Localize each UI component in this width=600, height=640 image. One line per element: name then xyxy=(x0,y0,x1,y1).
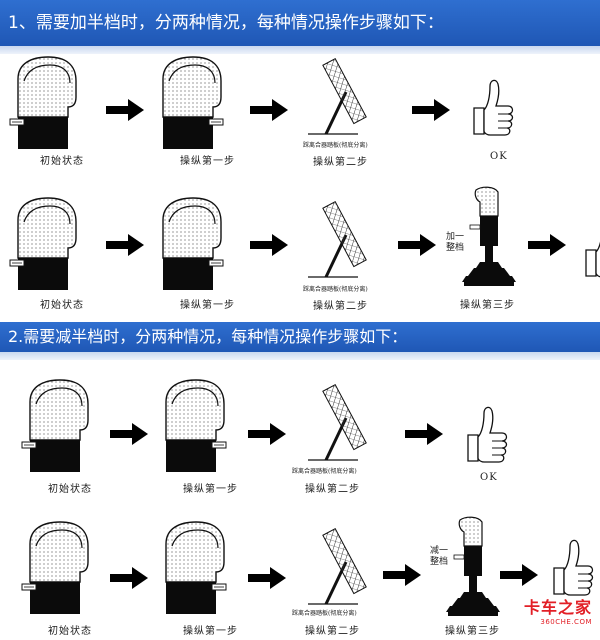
s2r2-initial-knob xyxy=(21,521,89,615)
s1r1-step1-knob xyxy=(162,56,224,150)
s2r2-caption-initial: 初始状态 xyxy=(48,626,92,637)
s1r2-caption-step2: 操纵第二步 xyxy=(313,301,368,312)
s1r1-arrow-1 xyxy=(106,99,144,121)
s2r2-caption-step3: 操纵第三步 xyxy=(445,626,500,637)
s1r1-clutch-pedal xyxy=(306,57,368,136)
s2r1-caption-ok: OK xyxy=(480,472,498,483)
s1r2-gear-note: 加一整档 xyxy=(446,232,465,253)
s2r1-caption-initial: 初始状态 xyxy=(48,484,92,495)
s2r2-step1-knob xyxy=(165,521,227,615)
s2r2-arrow-3 xyxy=(383,564,421,586)
s2r1-initial-knob xyxy=(21,379,89,473)
section-1-title-band: 1、需要加半档时，分两种情况，每种情况操作步骤如下： xyxy=(0,0,600,46)
s2r1-step1-knob xyxy=(165,379,227,473)
section-1-title: 1、需要加半档时，分两种情况，每种情况操作步骤如下： xyxy=(8,12,444,33)
s1r2-clutch-label: 踩离合器踏板(彻底分离) xyxy=(303,286,368,293)
watermark-brand: 卡车之家 xyxy=(523,598,592,617)
s1r2-step1-knob xyxy=(162,197,224,291)
section-1-band-shadow xyxy=(0,46,600,54)
s1r2-initial-knob xyxy=(9,197,77,291)
s1r2-gear-lever xyxy=(461,186,517,287)
s2r1-arrow-3 xyxy=(405,423,443,445)
s2r1-caption-step2: 操纵第二步 xyxy=(305,484,360,495)
s2r1-arrow-2 xyxy=(248,423,286,445)
s1r1-initial-knob xyxy=(9,56,77,150)
s2r2-gear-note: 减一整档 xyxy=(430,546,449,567)
s1r2-caption-step3: 操纵第三步 xyxy=(460,300,515,311)
s2r2-gear-lever xyxy=(445,516,501,617)
s2r1-clutch-pedal xyxy=(306,383,368,462)
s1r2-arrow-2 xyxy=(250,234,288,256)
section-2-title: 2.需要减半档时，分两种情况，每种情况操作步骤如下： xyxy=(8,327,408,346)
s2r2-caption-step2: 操纵第二步 xyxy=(305,626,360,637)
watermark-logo: 卡车之家 360CHE.COM xyxy=(524,594,592,626)
s2r2-arrow-2 xyxy=(248,567,286,589)
s1r1-arrow-3 xyxy=(412,99,450,121)
s2r2-clutch-pedal xyxy=(306,527,368,606)
s1r1-caption-step2: 操纵第二步 xyxy=(313,157,368,168)
s2r2-arrow-1 xyxy=(110,567,148,589)
section-2-band-shadow xyxy=(0,352,600,360)
s1r1-clutch-label: 踩离合器踏板(彻底分离) xyxy=(303,142,368,149)
s2r1-clutch-label: 踩离合器踏板(彻底分离) xyxy=(292,468,357,475)
s1r2-caption-step1: 操纵第一步 xyxy=(180,300,235,311)
watermark-site: 360CHE.COM xyxy=(540,618,592,626)
s1r1-arrow-2 xyxy=(250,99,288,121)
s1r2-thumbs-up-icon xyxy=(585,221,600,278)
s2r2-clutch-label: 踩离合器踏板(彻底分离) xyxy=(292,610,357,617)
section-2-title-band: 2.需要减半档时，分两种情况，每种情况操作步骤如下： xyxy=(0,322,600,352)
s2r1-arrow-1 xyxy=(110,423,148,445)
s2r2-arrow-4 xyxy=(500,564,538,586)
s2r2-thumbs-up-icon xyxy=(553,539,594,596)
s1r2-arrow-4 xyxy=(528,234,566,256)
s1r2-arrow-3 xyxy=(398,234,436,256)
s1r1-caption-ok: OK xyxy=(490,151,508,162)
s1r1-caption-initial: 初始状态 xyxy=(40,156,84,167)
s2r2-caption-step1: 操纵第一步 xyxy=(183,626,238,637)
s1r2-caption-initial: 初始状态 xyxy=(40,300,84,311)
s1r1-thumbs-up-icon xyxy=(473,79,514,136)
s1r2-arrow-1 xyxy=(106,234,144,256)
s2r1-thumbs-up-icon xyxy=(467,406,508,463)
s1r1-caption-step1: 操纵第一步 xyxy=(180,156,235,167)
s2r1-caption-step1: 操纵第一步 xyxy=(183,484,238,495)
s1r2-clutch-pedal xyxy=(306,200,368,279)
